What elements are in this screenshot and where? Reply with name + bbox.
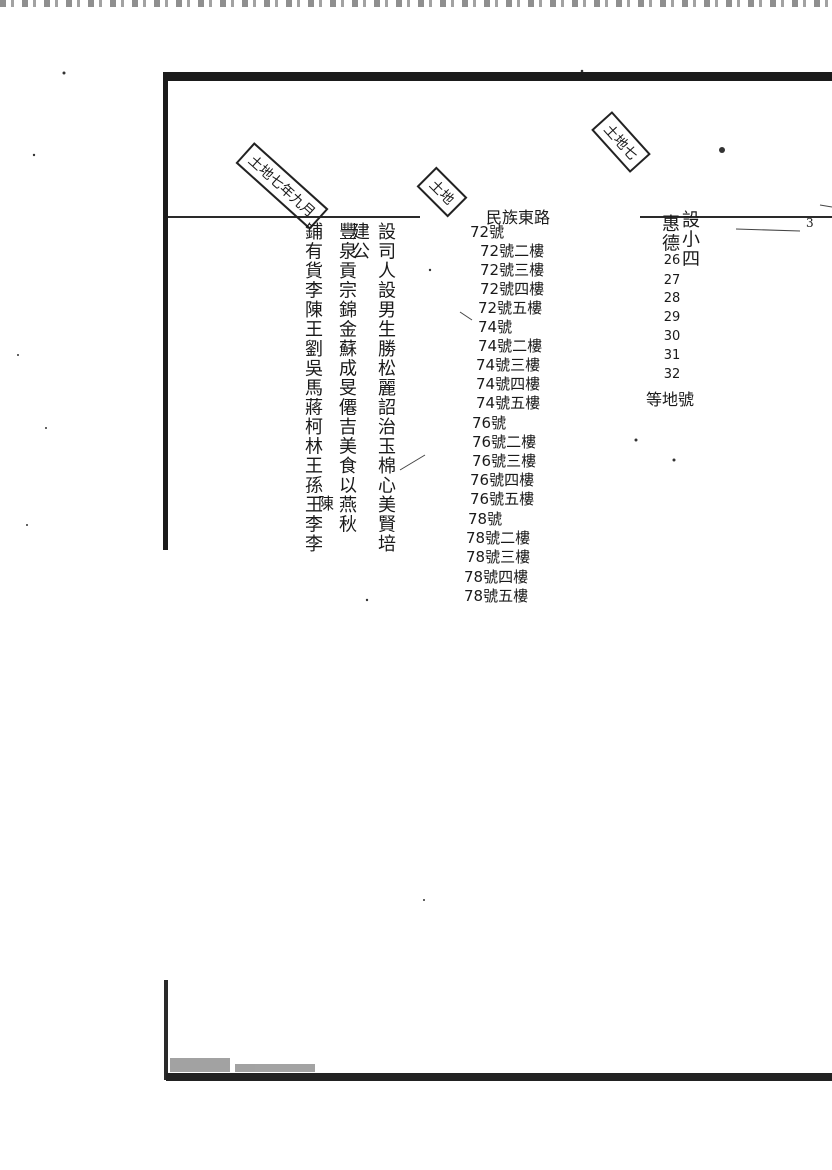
right-footer: 等地號	[646, 390, 695, 409]
address-line: 78號	[468, 510, 503, 528]
address-line: 74號四樓	[476, 375, 541, 393]
parcel-number: 31	[663, 348, 681, 363]
address-line: 74號三樓	[476, 356, 541, 374]
address-line: 78號五樓	[464, 587, 529, 605]
parcel-number: 29	[663, 310, 681, 325]
address-line: 78號二樓	[466, 529, 531, 547]
names-column-4: 鋪有貨李陳王劉吳馬蔣柯林王孫王李李	[302, 222, 323, 554]
address-line: 72號五樓	[478, 299, 543, 317]
address-line: 74號	[478, 318, 513, 336]
address-line: 72號二樓	[480, 242, 545, 260]
address-line: 76號	[472, 414, 507, 432]
names-tail: 陳	[318, 494, 335, 513]
page-border-left-lower	[164, 980, 168, 1080]
address-line: 78號三樓	[466, 548, 531, 566]
page-border-top	[163, 72, 832, 81]
address-line: 72號四樓	[480, 280, 545, 298]
address-line: 72號三樓	[480, 261, 545, 279]
parcel-number: 26	[663, 253, 681, 268]
parcel-number: 32	[663, 367, 681, 382]
page-mark: 3	[806, 216, 814, 230]
address-line: 76號三樓	[472, 452, 537, 470]
address-line: 76號四樓	[470, 471, 535, 489]
scan-edge	[0, 0, 832, 7]
address-line: 74號五樓	[476, 394, 541, 412]
address-line: 76號五樓	[470, 490, 535, 508]
address-line: 78號四樓	[464, 568, 529, 586]
page-border-bottom	[166, 1073, 832, 1081]
address-line: 76號二樓	[472, 433, 537, 451]
parcel-number: 27	[663, 273, 681, 288]
names-column-1: 設司人設男生勝松麗詔治玉棉心美賢培	[375, 222, 396, 554]
parcel-number: 30	[663, 329, 681, 344]
parcel-number: 28	[663, 291, 681, 306]
right-column-a: 設小四	[679, 210, 700, 269]
page-border-left	[163, 72, 168, 550]
right-column-b: 惠德	[659, 214, 680, 253]
names-column-2: 建公	[349, 222, 370, 261]
names-column-3: 豐泉貢宗錦金蘇成旻僊吉美食以燕秋	[336, 222, 357, 534]
rule-gap	[420, 214, 640, 220]
street-name: 民族東路	[486, 208, 551, 227]
address-line: 72號	[470, 223, 505, 241]
address-line: 74號二樓	[478, 337, 543, 355]
